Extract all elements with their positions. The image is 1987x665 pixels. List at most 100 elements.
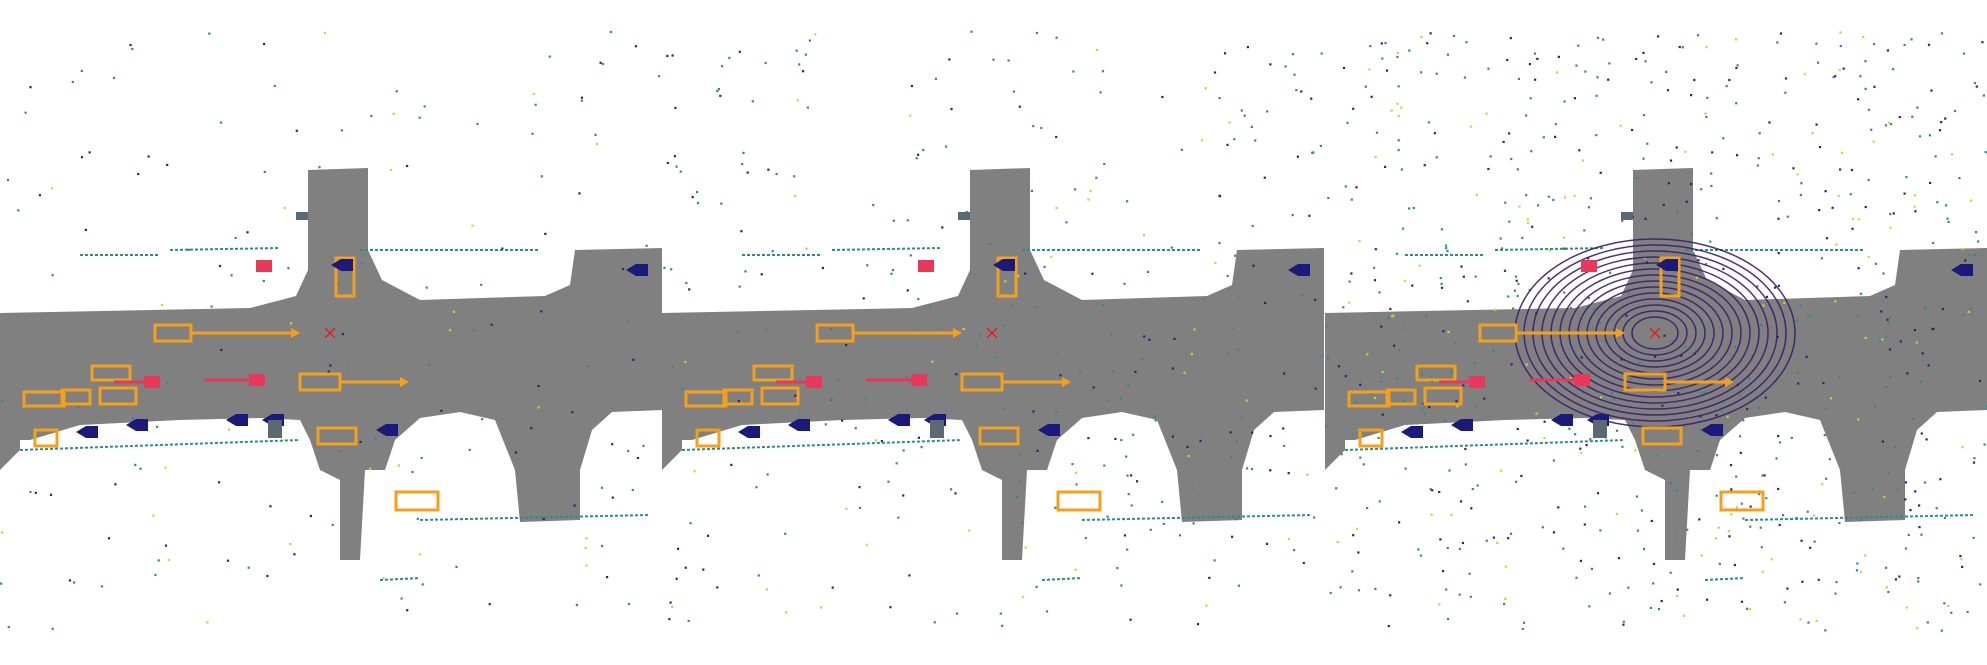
- lidar-point: [746, 171, 749, 174]
- lidar-point: [1337, 365, 1341, 368]
- lidar-point: [1839, 168, 1842, 171]
- lidar-point: [1218, 195, 1221, 198]
- lidar-point: [395, 90, 398, 93]
- detection-box-icon: [978, 426, 1020, 446]
- lidar-point: [1103, 464, 1106, 467]
- lidar-point: [1680, 354, 1683, 357]
- lidar-point: [1941, 307, 1945, 311]
- lidar-point: [132, 417, 135, 420]
- lidar-point: [1035, 31, 1038, 35]
- lidar-point: [1622, 620, 1625, 623]
- lidar-point: [1735, 38, 1738, 41]
- lidar-point: [675, 165, 678, 168]
- car-marker-icon: [76, 426, 98, 438]
- lidar-point: [1914, 210, 1917, 213]
- lidar-point: [1768, 121, 1771, 124]
- lidar-point: [1784, 91, 1787, 94]
- lidar-point: [1573, 97, 1576, 100]
- lidar-point: [1508, 220, 1511, 223]
- lidar-point: [1563, 196, 1567, 199]
- lidar-point: [1962, 314, 1966, 317]
- lidar-point: [1760, 546, 1763, 549]
- lidar-point: [440, 409, 443, 412]
- lidar-point: [1452, 34, 1456, 37]
- lidar-point: [1763, 474, 1766, 477]
- lidar-point: [829, 328, 833, 331]
- lidar-point: [891, 268, 895, 272]
- lidar-point: [1431, 489, 1434, 492]
- lidar-point: [1806, 316, 1810, 319]
- lidar-point: [1055, 36, 1058, 39]
- lidar-point: [1441, 286, 1444, 289]
- lidar-point: [1739, 451, 1742, 454]
- lidar-point: [864, 398, 867, 401]
- lidar-point: [540, 310, 543, 313]
- static-object: [1593, 420, 1607, 438]
- lidar-point: [1562, 547, 1565, 550]
- lidar-point: [220, 349, 223, 352]
- lidar-point: [764, 328, 767, 331]
- lidar-point: [1909, 509, 1912, 512]
- lidar-point: [88, 151, 91, 154]
- lidar-point: [1543, 437, 1546, 440]
- detection-box-icon: [1347, 390, 1391, 408]
- lidar-point: [666, 161, 669, 165]
- lidar-point: [1512, 307, 1515, 310]
- lidar-point: [1346, 121, 1349, 124]
- lidar-point: [423, 105, 426, 108]
- lidar-point: [677, 547, 680, 550]
- lidar-point: [1579, 559, 1583, 562]
- lidar-point: [1778, 523, 1781, 527]
- lidar-point: [382, 577, 385, 580]
- detection-box-icon: [316, 426, 358, 446]
- lidar-point: [1393, 344, 1396, 347]
- lidar-point: [1440, 228, 1443, 231]
- lidar-point: [1473, 361, 1476, 364]
- lidar-point: [1742, 517, 1745, 520]
- lidar-point: [129, 44, 132, 47]
- lidar-point: [1984, 151, 1987, 154]
- lidar-point: [418, 116, 421, 119]
- lidar-point: [1675, 489, 1679, 492]
- lidar-point: [1055, 351, 1058, 354]
- lidar-point: [1694, 349, 1697, 352]
- lidar-point: [1959, 555, 1962, 558]
- lidar-point: [1940, 32, 1944, 35]
- lidar-point: [802, 70, 805, 73]
- car-marker-icon: [1288, 264, 1310, 276]
- lidar-point: [338, 450, 341, 453]
- lidar-point: [1283, 372, 1286, 375]
- lidar-point: [1834, 75, 1837, 78]
- lidar-point: [1521, 236, 1524, 239]
- lidar-point: [1881, 440, 1884, 443]
- lidar-point: [910, 84, 913, 88]
- lidar-point: [1797, 382, 1800, 385]
- lidar-point: [50, 187, 54, 190]
- lidar-point: [744, 270, 747, 273]
- lidar-point: [1554, 135, 1557, 138]
- lidar-point: [1213, 71, 1217, 74]
- detection-box-icon: [1719, 490, 1765, 512]
- lidar-point: [1915, 341, 1918, 344]
- lidar-point: [1671, 340, 1674, 343]
- lidar-point: [1961, 446, 1964, 449]
- lidar-point: [369, 467, 372, 470]
- lidar-point: [1873, 43, 1876, 46]
- lidar-point: [1799, 618, 1802, 621]
- lidar-point: [1864, 554, 1867, 557]
- car-marker-icon: [1656, 259, 1678, 271]
- lidar-point: [1555, 71, 1559, 74]
- lidar-point: [1736, 154, 1739, 157]
- lidar-point: [1149, 528, 1152, 531]
- lidar-point: [845, 344, 848, 347]
- lidar-point: [1435, 156, 1438, 159]
- lidar-point: [794, 195, 797, 198]
- lidar-point: [1154, 419, 1157, 422]
- lidar-point: [1269, 469, 1272, 472]
- lidar-point: [1946, 217, 1949, 220]
- lidar-point: [975, 345, 978, 348]
- lidar-point: [738, 50, 741, 53]
- lidar-point: [1530, 150, 1533, 153]
- lidar-point: [1020, 521, 1023, 524]
- detection-box-icon: [22, 390, 66, 408]
